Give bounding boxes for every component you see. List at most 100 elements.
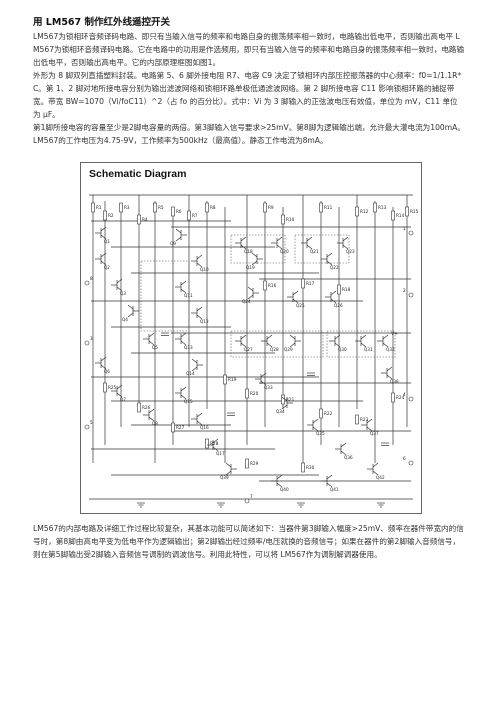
pin-terminal	[408, 230, 414, 236]
wire	[326, 260, 333, 266]
wire	[127, 304, 134, 310]
resistor-symbol	[355, 414, 359, 425]
wire	[289, 334, 296, 340]
v-plus-label: V+	[391, 331, 398, 337]
resistor-label: R6	[176, 209, 182, 214]
pin-number: 5	[90, 420, 93, 425]
resistor-label: R3	[124, 205, 130, 210]
resistor-label: R18	[342, 287, 351, 292]
wire	[342, 244, 349, 250]
wire	[225, 470, 232, 476]
sub-circuit-box	[230, 234, 286, 264]
resistor-symbol	[137, 214, 141, 225]
wire	[251, 252, 258, 258]
resistor-label: R13	[378, 205, 387, 210]
transistor-label: Q32	[386, 347, 395, 352]
transistor-label: Q3	[120, 291, 126, 296]
resistor-label: R7	[192, 213, 198, 218]
resistor-symbol	[281, 214, 285, 225]
transistor-label: Q29	[284, 347, 293, 352]
resistor-symbol	[263, 280, 267, 291]
pin-terminal	[408, 292, 414, 298]
wire	[366, 418, 373, 424]
wire	[116, 286, 123, 292]
resistor-symbol	[319, 202, 323, 213]
wire	[240, 334, 247, 340]
transistor-label: Q33	[264, 385, 273, 390]
wire	[260, 372, 267, 378]
wire	[180, 394, 187, 400]
transistor-label: Q18	[244, 249, 253, 254]
wire	[306, 244, 313, 250]
resistor-label: R16	[268, 283, 277, 288]
wire	[382, 342, 389, 348]
resistor-symbol	[91, 202, 95, 213]
transistor-label: Q16	[200, 425, 209, 430]
wire	[312, 426, 319, 432]
transistor-label: Q31	[364, 347, 373, 352]
wire	[196, 262, 203, 268]
sub-circuit-box	[140, 260, 190, 332]
wire	[148, 340, 155, 346]
resistor-symbol	[355, 206, 359, 217]
transistor-label: Q27	[244, 347, 253, 352]
resistor-symbol	[391, 210, 395, 221]
pin-number: 4	[403, 392, 406, 397]
wire	[240, 342, 247, 348]
wire	[334, 334, 341, 340]
wire	[289, 342, 296, 348]
resistor-symbol	[245, 388, 249, 399]
wire	[180, 288, 187, 294]
paragraph-function: LM567的内部电路及详细工作过程比较复杂，其基本功能可以简述如下：当器件第3脚…	[33, 524, 464, 559]
wire	[175, 236, 182, 242]
wire	[247, 294, 254, 300]
wire	[180, 386, 187, 392]
wire	[100, 234, 107, 240]
resistor-label: R4	[142, 217, 148, 222]
wire	[281, 404, 288, 410]
wire	[100, 364, 107, 370]
transistor-label: Q15	[184, 399, 193, 404]
sub-circuit-box	[230, 330, 324, 358]
wire	[276, 474, 283, 480]
transistor-label: Q30	[338, 347, 347, 352]
wire	[180, 280, 187, 286]
transistor-label: Q24	[242, 299, 251, 304]
wire	[330, 298, 337, 304]
resistor-label: R12	[360, 209, 369, 214]
wire	[212, 446, 219, 452]
wire	[191, 358, 198, 364]
wire	[180, 332, 187, 338]
wire	[366, 426, 373, 432]
transistor-label: Q17	[216, 451, 225, 456]
transistor-label: Q10	[200, 267, 209, 272]
transistor-label: Q35	[316, 431, 325, 436]
transistor-label: Q21	[310, 249, 319, 254]
resistor-symbol	[373, 202, 377, 213]
resistor-label: R28	[210, 441, 219, 446]
resistor-label: R8	[210, 205, 216, 210]
wire	[240, 236, 247, 242]
wire	[148, 332, 155, 338]
wire	[276, 482, 283, 488]
resistor-symbol	[205, 202, 209, 213]
transistor-label: Q22	[330, 265, 339, 270]
resistor-symbol	[223, 374, 227, 385]
wire	[326, 252, 333, 258]
transistor-label: Q40	[280, 487, 289, 492]
wire	[100, 356, 107, 362]
transistor-label: Q4	[122, 317, 128, 322]
transistor-label: Q2	[104, 265, 110, 270]
pin-number: 8	[90, 276, 93, 281]
wire	[342, 236, 349, 242]
wire	[148, 408, 155, 414]
wire	[360, 334, 367, 340]
transistor-label: Q37	[370, 431, 379, 436]
wire	[340, 442, 347, 448]
wire	[281, 396, 288, 402]
wire	[212, 438, 219, 444]
transistor-label: Q6	[104, 369, 110, 374]
wire	[386, 366, 393, 372]
